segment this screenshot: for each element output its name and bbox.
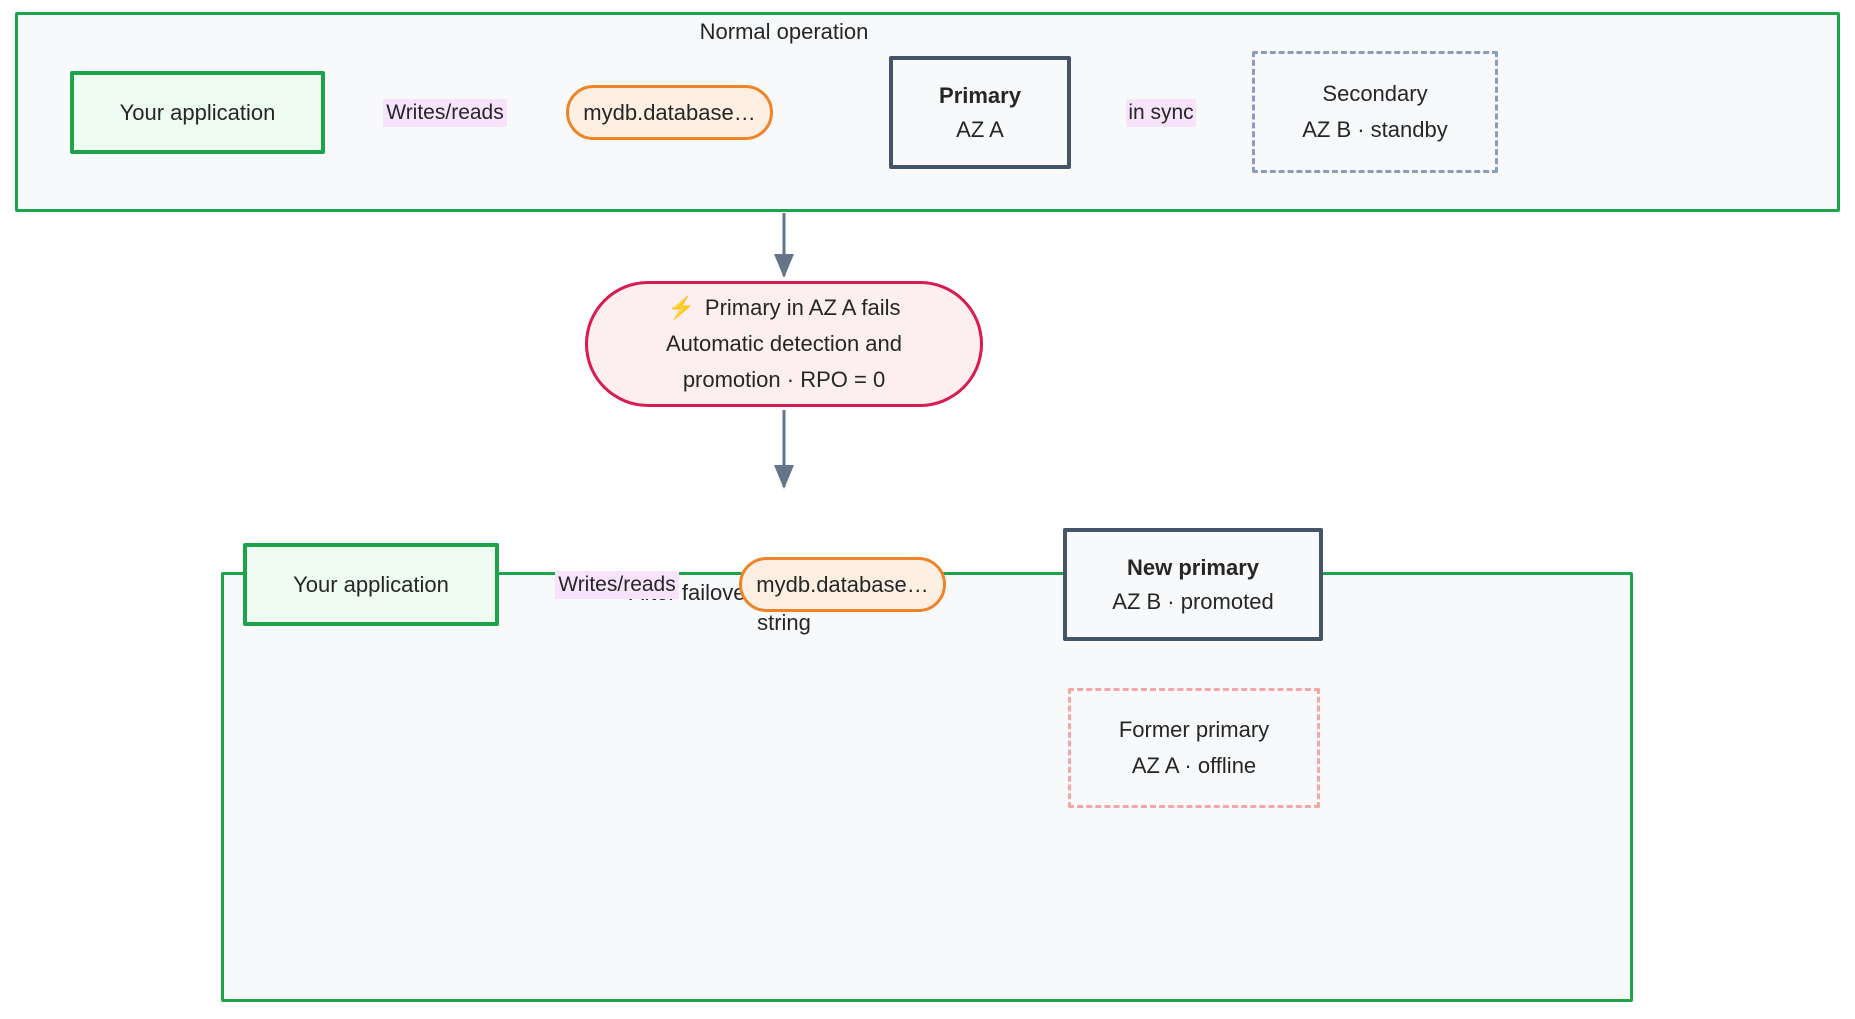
node-endpoint-top: mydb.database… (566, 85, 773, 140)
edge-label-writes-reads-bottom: Writes/reads (555, 571, 679, 599)
node-endpoint-bottom: mydb.database… (739, 557, 946, 612)
node-label-line1: Primary (939, 82, 1021, 108)
node-label-line2: AZ A (956, 116, 1004, 142)
node-label-line2: AZ B · promoted (1112, 588, 1274, 614)
subgraph-normal-operation-title: Normal operation (699, 19, 869, 44)
node-your-application-top: Your application (70, 71, 325, 154)
node-new-primary: New primary AZ B · promoted (1063, 528, 1323, 641)
node-label-line1: Former primary (1118, 717, 1270, 742)
event-line3: promotion · RPO = 0 (682, 367, 886, 392)
node-secondary-top: Secondary AZ B · standby (1252, 51, 1498, 173)
node-former-primary: Former primary AZ A · offline (1068, 688, 1320, 808)
node-failover-event: ⚡Primary in AZ A fails Automatic detecti… (585, 281, 983, 407)
subgraph-after-failover-title-line2: string (757, 610, 811, 635)
node-your-application-bottom: Your application (243, 543, 499, 626)
node-primary-top: Primary AZ A (889, 56, 1071, 169)
event-line1: ⚡Primary in AZ A fails (667, 295, 901, 320)
node-label-line2: AZ A · offline (1131, 753, 1257, 778)
edge-label-in-sync: in sync (1126, 99, 1196, 127)
node-label: mydb.database… (583, 99, 756, 125)
node-label: Your application (119, 99, 276, 125)
node-label: mydb.database… (756, 571, 929, 597)
event-line2: Automatic detection and (665, 331, 903, 356)
node-label-line1: Secondary (1322, 81, 1428, 106)
lightning-bolt-icon: ⚡ (667, 295, 695, 320)
node-label: Your application (293, 571, 449, 597)
node-label-line2: AZ B · standby (1302, 117, 1448, 142)
node-label-line1: New primary (1126, 554, 1260, 580)
edge-label-writes-reads-top: Writes/reads (383, 99, 507, 127)
